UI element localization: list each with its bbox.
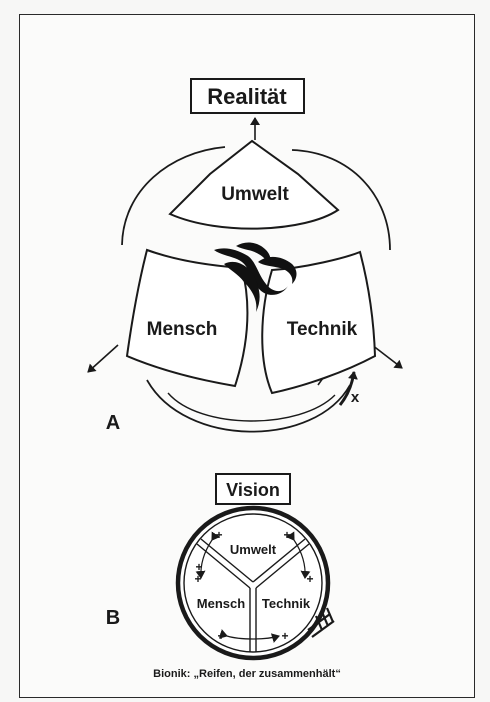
panel-label-a: A	[106, 412, 120, 434]
technik-label-b: Technik	[262, 596, 311, 611]
technik-outward-arrow	[371, 344, 403, 369]
umwelt-label-a: Umwelt	[221, 184, 289, 205]
realitaet-title-box	[190, 78, 305, 114]
tire-ring-inner	[183, 513, 323, 653]
arc-bottom	[146, 379, 351, 433]
panel-label-b: B	[106, 607, 120, 629]
mensch-outward-arrow	[87, 344, 119, 373]
figure-b: Vision Umwelt Mensch Technik	[106, 473, 335, 661]
reinforcement-arrows	[195, 531, 311, 643]
plus-marker: +	[306, 572, 313, 586]
realitaet-title: Realität	[207, 84, 287, 109]
arc-bottom-inner	[167, 392, 336, 422]
vision-title: Vision	[226, 480, 280, 500]
umwelt-label-b: Umwelt	[230, 542, 277, 557]
mensch-label-a: Mensch	[147, 319, 218, 340]
technik-sector	[261, 250, 377, 395]
figure-caption: Bionik: „Reifen, der zusammenhält“	[153, 668, 341, 680]
technik-label-a: Technik	[287, 319, 358, 340]
plus-marker: +	[195, 560, 202, 574]
umwelt-sector	[168, 139, 340, 230]
plus-markers: + + + + + + +	[194, 528, 313, 643]
minus-marker-a: x	[351, 389, 360, 406]
plus-marker: +	[194, 572, 201, 586]
figure-a: Realität Umwelt Mensch Technik	[87, 78, 403, 434]
arc-top-right	[291, 149, 391, 251]
flame-conflict-icon	[214, 242, 297, 312]
mensch-label-b: Mensch	[197, 596, 245, 611]
bottom-right-arrow	[338, 371, 358, 406]
vision-title-box	[215, 473, 291, 505]
arc-top-left	[121, 146, 226, 246]
plus-marker: +	[215, 528, 222, 542]
plus-marker: +	[281, 629, 288, 643]
plus-marker: +	[217, 629, 224, 643]
broken-conflict-icon	[307, 607, 335, 638]
mensch-sector	[125, 248, 249, 388]
plus-marker: +	[283, 528, 290, 542]
